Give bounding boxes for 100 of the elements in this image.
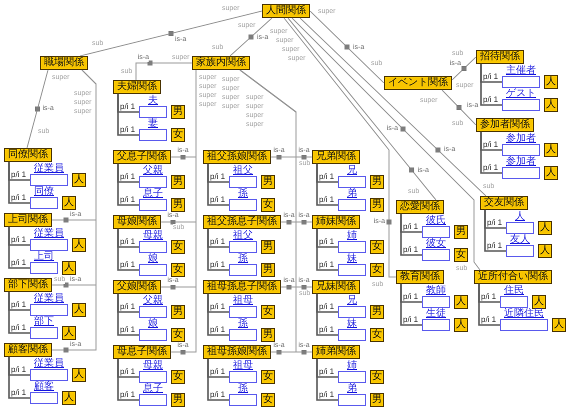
concept-node: 家族内関係 bbox=[192, 56, 250, 70]
class-constraint: 人 bbox=[62, 261, 76, 275]
class-constraint: 人 bbox=[454, 295, 468, 309]
role-name: 彼氏 bbox=[426, 215, 446, 226]
concept-node: 人間関係 bbox=[262, 4, 310, 18]
is-a-link bbox=[292, 18, 480, 270]
role-name: 上司 bbox=[34, 251, 54, 262]
role-name: 祖母 bbox=[233, 360, 253, 371]
class-constraint: 女 bbox=[171, 240, 185, 254]
class-constraint: 人 bbox=[62, 326, 76, 340]
role-name: 住民 bbox=[504, 285, 524, 296]
class-constraint: 女 bbox=[171, 370, 185, 384]
class-constraint: 男 bbox=[370, 393, 384, 407]
class-constraint: 女 bbox=[171, 263, 185, 277]
class-constraint: 人 bbox=[532, 295, 546, 309]
concept-node: 招待関係 bbox=[476, 50, 524, 64]
role-name: 夫 bbox=[148, 95, 158, 106]
concept-node: 祖母孫娘関係 bbox=[203, 345, 271, 359]
is-a-link bbox=[442, 90, 476, 126]
class-constraint: 人 bbox=[544, 143, 558, 157]
role-name: 参加者 bbox=[506, 156, 536, 167]
edge-label: p/i 1 bbox=[481, 292, 496, 301]
edge-label: p/i 1 bbox=[210, 302, 226, 311]
role-name: 兄 bbox=[347, 295, 357, 306]
role-name: ゲスト bbox=[506, 88, 536, 99]
edge-label: p/i 1 bbox=[487, 241, 502, 250]
class-constraint: 男 bbox=[171, 175, 185, 189]
class-constraint: 女 bbox=[454, 248, 468, 262]
class-constraint: 人 bbox=[72, 368, 86, 382]
edge-label: p/i 1 bbox=[319, 172, 334, 181]
edge-label: p/i 1 bbox=[403, 245, 418, 254]
class-constraint: 人 bbox=[62, 196, 76, 210]
is-a-link bbox=[52, 70, 96, 352]
edge-label: p/i 1 bbox=[210, 172, 226, 181]
is-a-link bbox=[452, 56, 476, 80]
class-constraint: 男 bbox=[261, 328, 275, 342]
part-link bbox=[8, 162, 30, 204]
part-link bbox=[207, 229, 229, 271]
part-link bbox=[316, 164, 338, 206]
role-name: 妹 bbox=[347, 318, 357, 329]
part-link bbox=[316, 294, 338, 336]
concept-node: 祖父孫娘関係 bbox=[203, 150, 271, 164]
part-link bbox=[8, 227, 30, 269]
role-name: 従業員 bbox=[34, 358, 64, 369]
role-name: 参加者 bbox=[506, 133, 536, 144]
class-constraint: 女 bbox=[261, 370, 275, 384]
role-name: 孫 bbox=[238, 253, 248, 264]
role-name: 従業員 bbox=[34, 293, 64, 304]
role-name: 姉 bbox=[347, 230, 357, 241]
edge-label: p/i 1 bbox=[483, 95, 498, 104]
part-link bbox=[316, 229, 338, 271]
edge-label: p/i 1 bbox=[319, 302, 334, 311]
role-name: 祖母 bbox=[233, 295, 253, 306]
edge-label: p/i 1 bbox=[319, 237, 334, 246]
edge-label: p/i 1 bbox=[120, 260, 136, 269]
role-name: 母親 bbox=[143, 360, 163, 371]
part-link bbox=[484, 210, 506, 252]
edge-label: p/i 1 bbox=[319, 390, 334, 399]
class-constraint: 男 bbox=[171, 393, 185, 407]
is-a-link bbox=[230, 18, 272, 56]
concept-node: 兄弟関係 bbox=[312, 150, 360, 164]
edge-label: p/i 1 bbox=[483, 72, 498, 81]
part-link bbox=[316, 359, 338, 401]
concept-node: 同僚関係 bbox=[4, 148, 52, 162]
part-link bbox=[8, 357, 30, 399]
part-link bbox=[207, 164, 229, 206]
role-name: 妹 bbox=[347, 253, 357, 264]
edge-label: p/i 1 bbox=[210, 195, 226, 204]
concept-node: 祖父孫息子関係 bbox=[203, 215, 281, 229]
concept-node: 顧客関係 bbox=[4, 343, 52, 357]
class-constraint: 人 bbox=[544, 98, 558, 112]
part-link bbox=[117, 164, 139, 206]
concept-node: 交友関係 bbox=[480, 196, 528, 210]
role-name: 彼女 bbox=[426, 238, 446, 249]
edge-label: p/i 1 bbox=[403, 222, 418, 231]
is-a-link bbox=[80, 10, 262, 56]
concept-node: 教育関係 bbox=[396, 270, 444, 284]
class-constraint: 人 bbox=[72, 173, 86, 187]
edge-label: p/i 1 bbox=[11, 170, 26, 179]
part-link bbox=[207, 359, 229, 401]
class-constraint: 女 bbox=[370, 370, 384, 384]
edge-label: p/i 1 bbox=[210, 390, 226, 399]
edge-label: p/i 1 bbox=[11, 258, 26, 267]
role-name: 娘 bbox=[148, 318, 158, 329]
role-name: 姉 bbox=[347, 360, 357, 371]
edge-label: p/i 1 bbox=[210, 237, 226, 246]
edge-label: p/i 1 bbox=[483, 163, 498, 172]
role-name: 顧客 bbox=[34, 381, 54, 392]
edge-label: p/i 1 bbox=[120, 367, 136, 376]
role-name: 従業員 bbox=[34, 163, 64, 174]
concept-node: 部下関係 bbox=[4, 278, 52, 292]
role-name: 同僚 bbox=[34, 186, 54, 197]
role-name: 孫 bbox=[238, 383, 248, 394]
edge-label: p/i 1 bbox=[120, 125, 136, 134]
concept-node: 職場関係 bbox=[40, 56, 88, 70]
edge-label: p/i 1 bbox=[319, 195, 334, 204]
part-link bbox=[117, 229, 139, 271]
part-link bbox=[400, 284, 422, 326]
class-constraint: 女 bbox=[370, 328, 384, 342]
concept-node: 夫婦関係 bbox=[113, 80, 161, 94]
